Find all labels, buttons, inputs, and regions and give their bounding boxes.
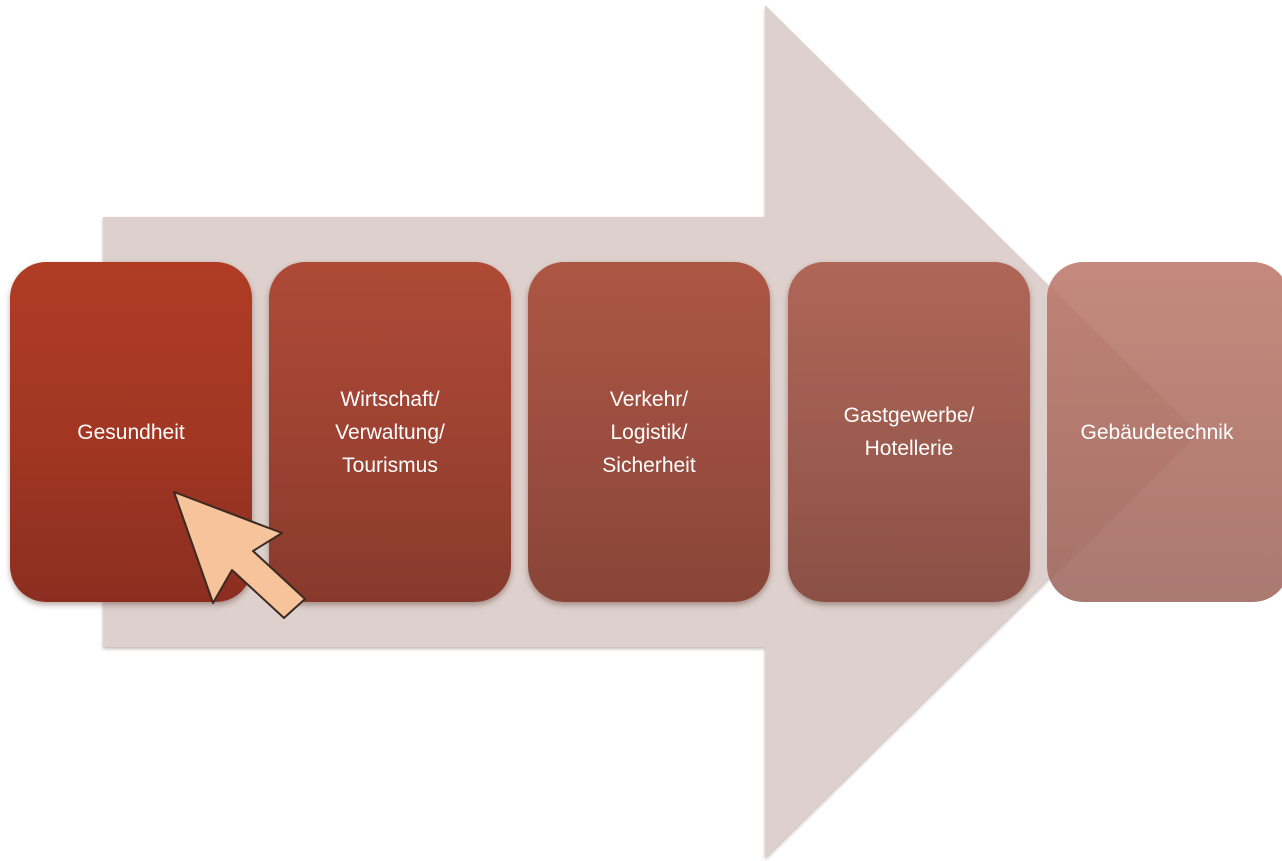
step-gebaeudetechnik[interactable]: Gebäudetechnik (1047, 262, 1282, 602)
step-label: Gesundheit (77, 420, 185, 444)
step-wirtschaft-verwaltung-tourismus[interactable]: Wirtschaft/ Verwaltung/ Tourismus (269, 262, 511, 602)
step-verkehr-logistik-sicherheit[interactable]: Verkehr/ Logistik/ Sicherheit (528, 262, 770, 602)
step-label: Wirtschaft/ Verwaltung/ Tourismus (335, 387, 445, 477)
step-gastgewerbe-hotellerie[interactable]: Gastgewerbe/ Hotellerie (788, 262, 1030, 602)
step-label: Gastgewerbe/ Hotellerie (843, 404, 975, 460)
step-label: Gebäudetechnik (1080, 420, 1234, 444)
step-label: Verkehr/ Logistik/ Sicherheit (602, 387, 696, 477)
step-gesundheit[interactable]: Gesundheit (10, 262, 252, 602)
